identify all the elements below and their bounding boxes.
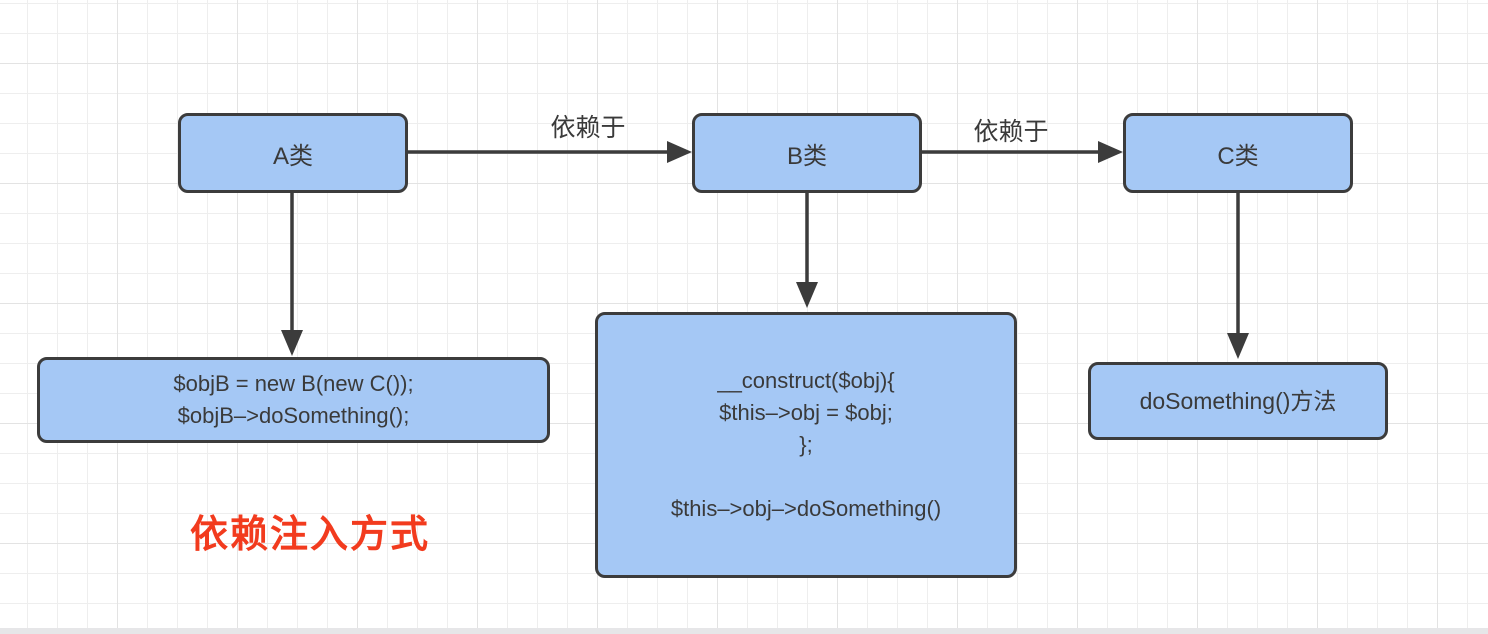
class-a-node: A类 [178, 113, 408, 193]
code-b-node: __construct($obj){ $this–>obj = $obj; };… [595, 312, 1017, 578]
arrowhead-down-icon [796, 282, 818, 308]
code-b-line: __construct($obj){ [717, 368, 895, 393]
code-c-line: doSomething()方法 [1139, 388, 1337, 414]
class-c-label: C类 [1217, 142, 1259, 170]
edge-a-to-b [405, 141, 692, 163]
edge-a-to-code [281, 193, 303, 356]
class-b-label: B类 [786, 142, 827, 170]
code-a-line: $objB–>doSomething(); [177, 403, 410, 428]
bottom-scrollbar-track [0, 628, 1488, 634]
code-a-line: $objB = new B(new C()); [173, 371, 414, 396]
edge-label-depends-2: 依赖于 [973, 118, 1049, 146]
edge-b-to-c [921, 141, 1123, 163]
arrowhead-down-icon [281, 330, 303, 356]
edge-c-to-code [1227, 193, 1249, 359]
edge-label-depends-1: 依赖于 [550, 114, 626, 142]
code-a-node: $objB = new B(new C()); $objB–>doSomethi… [37, 357, 550, 443]
arrowhead-right-icon [667, 141, 692, 163]
arrowhead-down-icon [1227, 333, 1249, 359]
edge-b-to-code [796, 193, 818, 308]
code-b-line: $this–>obj = $obj; [719, 400, 893, 425]
code-b-line: $this–>obj–>doSomething() [670, 496, 942, 521]
code-b-line: }; [799, 432, 813, 457]
class-a-label: A类 [272, 142, 313, 170]
class-b-node: B类 [692, 113, 922, 193]
caption-dependency-injection: 依赖注入方式 [190, 514, 431, 556]
arrowhead-right-icon [1098, 141, 1123, 163]
class-c-node: C类 [1123, 113, 1353, 193]
code-c-node: doSomething()方法 [1088, 362, 1388, 440]
